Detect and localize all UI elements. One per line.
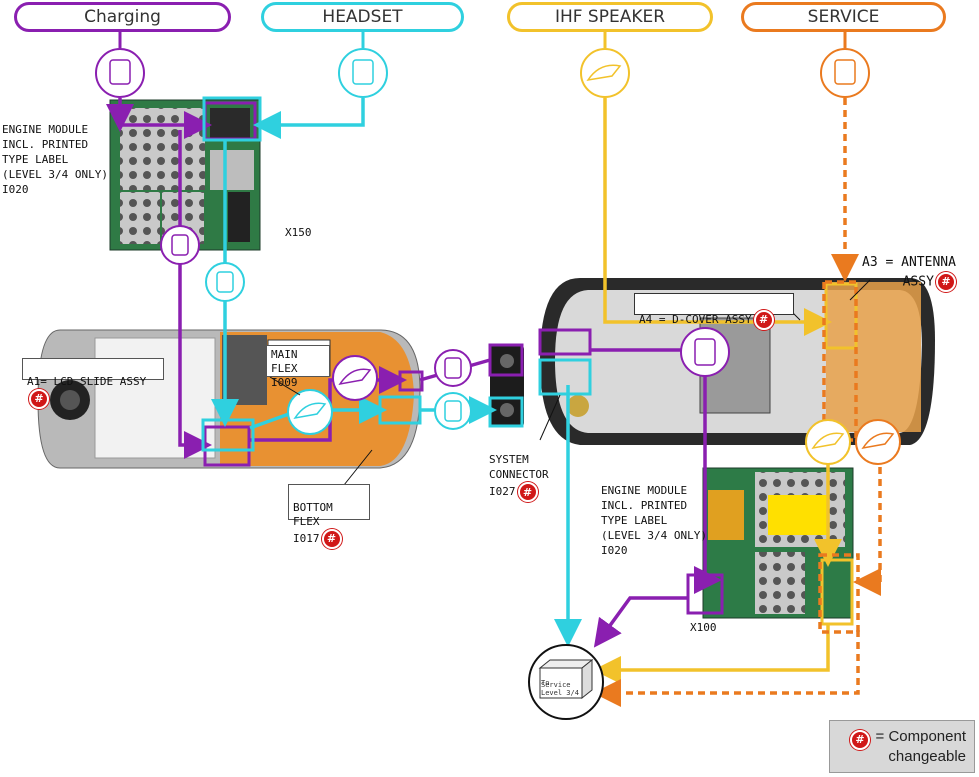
charging-connector-flex xyxy=(398,370,424,392)
ihf-connector-bottom xyxy=(820,558,854,626)
esd-charging-right-icon xyxy=(434,349,472,387)
component-changeable-icon: # xyxy=(517,482,538,502)
bottom-flex-label: BOTTOM FLEX I017# xyxy=(288,484,370,549)
component-changeable-icon: # xyxy=(29,389,49,409)
hand-writing-headset-icon xyxy=(287,389,333,435)
headset-connector-flex xyxy=(378,395,422,425)
charging-connector-x100 xyxy=(686,573,724,615)
header-service: SERVICE xyxy=(741,2,946,32)
header-headset: HEADSET xyxy=(261,2,464,32)
ihf-speaker-wires xyxy=(593,98,842,684)
legend-text: = Component changeable xyxy=(875,728,966,765)
engine-module-bottom-board xyxy=(702,467,854,619)
a4-text: A4 = D-COVER ASSY xyxy=(639,313,752,326)
system-connector-text: SYSTEM CONNECTOR I027 xyxy=(489,453,549,498)
esd-charging-mid-icon xyxy=(160,225,200,265)
service-box-label: To xyxy=(541,671,549,687)
engine-module-top-label: ENGINE MODULE INCL. PRINTED TYPE LABEL (… xyxy=(2,123,108,196)
esd-charging-icon xyxy=(95,48,145,98)
engine-module-bottom-label: ENGINE MODULE INCL. PRINTED TYPE LABEL (… xyxy=(601,484,707,557)
a1-text: A1= LCD SLIDE ASSY xyxy=(27,375,147,388)
a4-d-cover-label: A4 = D-COVER ASSY# xyxy=(634,293,794,330)
component-changeable-icon: # xyxy=(321,529,342,549)
headset-connector-dcover xyxy=(538,358,592,396)
esd-headset-right-icon xyxy=(434,392,472,430)
esd-charging-dcover-icon xyxy=(680,327,730,377)
service-box-icon xyxy=(528,644,604,720)
hand-writing-ihf-icon xyxy=(580,48,630,98)
service-wires xyxy=(593,98,882,707)
main-flex-label: MAIN FLEX I009 xyxy=(266,345,330,389)
esd-headset-icon xyxy=(338,48,388,98)
system-connector-part xyxy=(490,345,524,427)
bottom-flex-text: BOTTOM FLEX I017 xyxy=(293,501,333,545)
service-box-level: Service Level 3/4 xyxy=(541,681,579,697)
x100-label: X100 xyxy=(690,621,717,634)
header-ihf-speaker: IHF SPEAKER xyxy=(507,2,713,32)
esd-service-icon xyxy=(820,48,870,98)
a3-text: A3 = ANTENNA ASSY xyxy=(862,255,956,290)
charging-connector-dcover xyxy=(538,328,592,356)
legend-changeable-icon: # xyxy=(850,730,870,750)
a3-antenna-label: A3 = ANTENNA ASSY# xyxy=(862,236,956,292)
esd-headset-mid-icon xyxy=(205,262,245,302)
charging-connector-system xyxy=(488,343,524,377)
legend-box: # = Component changeable xyxy=(829,720,975,773)
charging-connector-bottom xyxy=(203,425,251,467)
hand-writing-charging-icon xyxy=(332,355,378,401)
component-changeable-icon: # xyxy=(935,272,956,292)
system-connector-label: SYSTEM CONNECTOR I027# xyxy=(489,437,549,502)
header-charging: Charging xyxy=(14,2,231,32)
component-changeable-icon: # xyxy=(753,310,774,330)
a1-lcd-slide-label: A1= LCD SLIDE ASSY# xyxy=(22,358,164,409)
hand-writing-service-bottom-icon xyxy=(855,419,901,465)
headset-connector-bottom xyxy=(201,418,255,452)
x150-label: X150 xyxy=(285,226,312,239)
service-box-to: To xyxy=(541,679,550,687)
headset-connector-system xyxy=(488,396,524,428)
hand-writing-ihf-bottom-icon xyxy=(805,419,851,465)
headset-connector-top xyxy=(202,96,262,142)
